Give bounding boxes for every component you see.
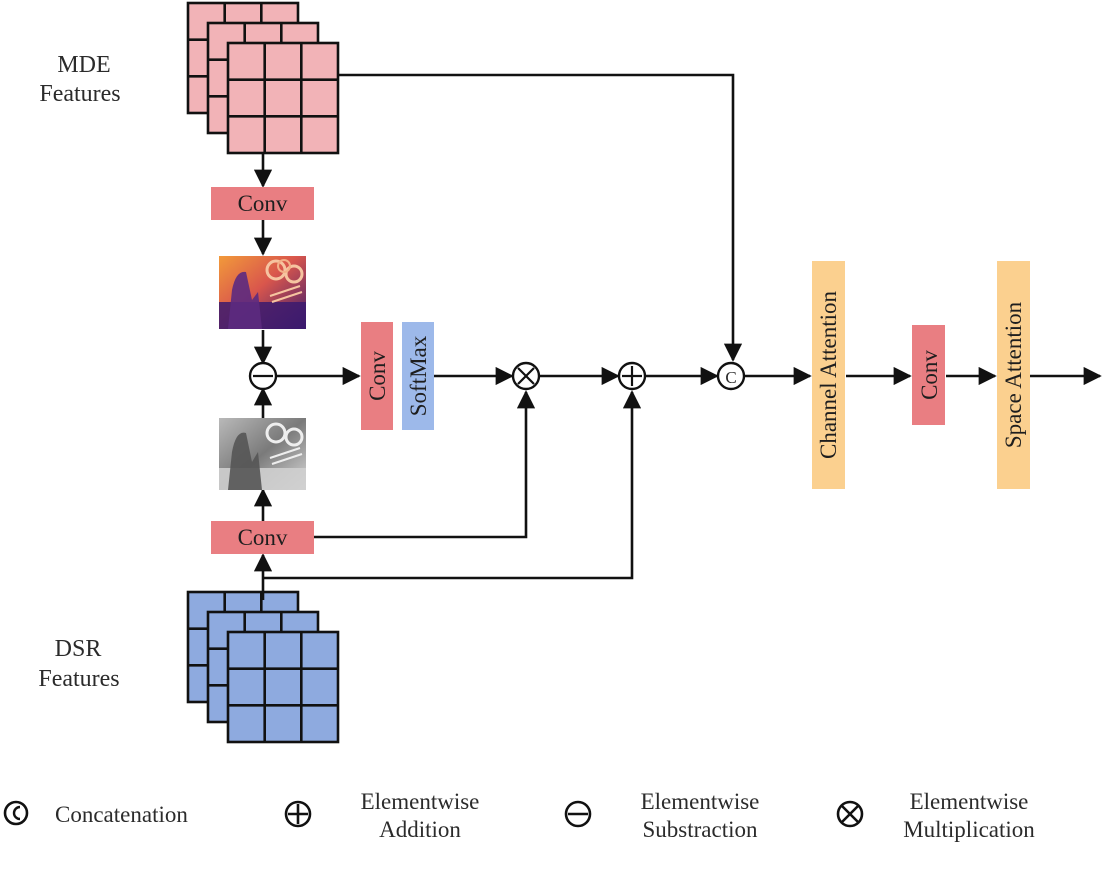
channel-attention-block: Channel Attention bbox=[812, 261, 845, 489]
conv-dsr-label: Conv bbox=[238, 525, 288, 550]
conv-block-mid: Conv bbox=[361, 322, 393, 430]
conv-mde-label: Conv bbox=[238, 191, 288, 216]
dsr-label-line1: DSR bbox=[55, 636, 102, 662]
softmax-label: SoftMax bbox=[406, 335, 431, 416]
conv-mid-label: Conv bbox=[365, 351, 390, 401]
subtraction-operator-icon bbox=[248, 361, 278, 391]
dsr-feature-map-front bbox=[226, 630, 340, 744]
legend-addition-icon bbox=[284, 800, 312, 828]
legend-concatenation: Concatenation bbox=[3, 800, 188, 827]
connections bbox=[253, 73, 1102, 600]
mde-depth-map-thumbnail bbox=[219, 256, 306, 329]
legend-subtraction-line1: Elementwise bbox=[641, 789, 760, 814]
space-attention-block: Space Attention bbox=[997, 261, 1030, 489]
legend-subtraction: Elementwise Substraction bbox=[564, 789, 760, 842]
conv-block-mde: Conv bbox=[211, 187, 314, 220]
conv-block-after-ca: Conv bbox=[912, 325, 945, 425]
legend-subtraction-icon bbox=[564, 800, 592, 828]
legend-multiplication: Elementwise Multiplication bbox=[836, 789, 1035, 842]
legend-addition-line2: Addition bbox=[379, 817, 461, 842]
concatenation-operator-icon: C bbox=[716, 361, 746, 391]
arrow-dsr-conv-to-multiply bbox=[313, 390, 536, 539]
legend-multiplication-icon bbox=[836, 800, 864, 828]
arrow-dsr-skip-to-add bbox=[263, 390, 642, 580]
softmax-block: SoftMax bbox=[402, 322, 434, 430]
arrow-mde-skip-to-concat bbox=[338, 73, 743, 362]
conv-after-ca-label: Conv bbox=[917, 350, 942, 400]
legend-multiplication-line1: Elementwise bbox=[910, 789, 1029, 814]
legend-subtraction-line2: Substraction bbox=[643, 817, 758, 842]
dsr-label-line2: Features bbox=[38, 666, 119, 692]
mde-label-line2: Features bbox=[39, 81, 120, 107]
legend-addition: Elementwise Addition bbox=[284, 789, 480, 842]
space-attention-label: Space Attention bbox=[1001, 301, 1026, 448]
conv-block-dsr: Conv bbox=[211, 521, 314, 554]
multiplication-operator-icon bbox=[511, 361, 541, 391]
channel-attention-label: Channel Attention bbox=[816, 291, 841, 460]
dsr-feature-stack bbox=[186, 590, 340, 744]
concat-symbol: C bbox=[725, 368, 736, 387]
addition-operator-icon bbox=[617, 361, 647, 391]
legend-concatenation-icon bbox=[3, 800, 29, 826]
legend-concatenation-label: Concatenation bbox=[55, 802, 188, 827]
legend-addition-line1: Elementwise bbox=[361, 789, 480, 814]
dsr-depth-map-thumbnail bbox=[219, 418, 306, 490]
legend-multiplication-line2: Multiplication bbox=[903, 817, 1035, 842]
mde-feature-map-front bbox=[226, 41, 340, 155]
legend: Concatenation Elementwise Addition Eleme… bbox=[3, 789, 1035, 842]
mde-feature-stack bbox=[186, 1, 340, 155]
mde-label-line1: MDE bbox=[57, 52, 110, 78]
